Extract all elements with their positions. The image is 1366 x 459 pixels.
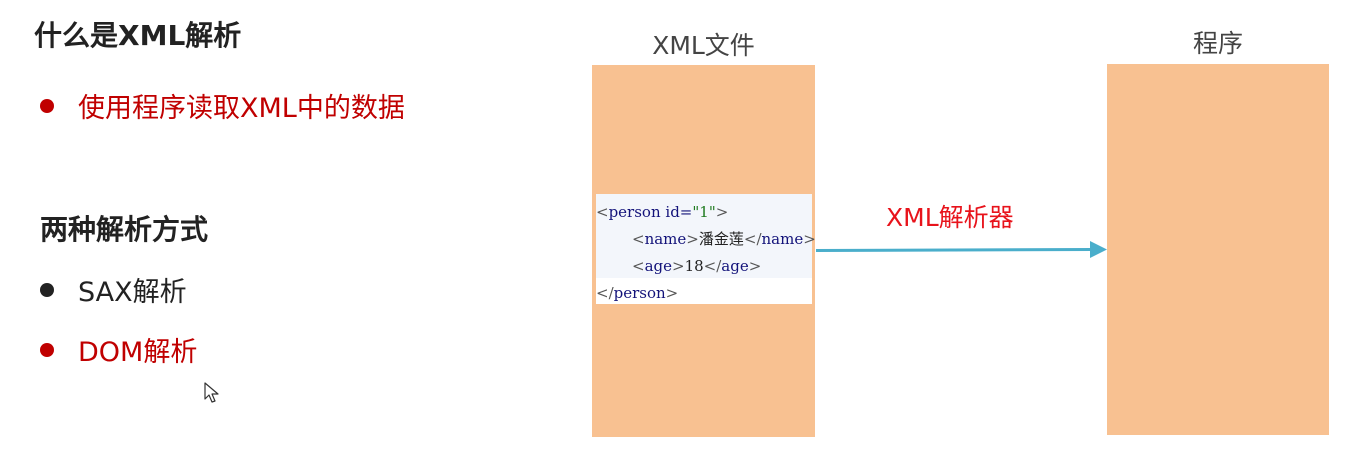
code-tag: name — [644, 230, 687, 248]
code-tag: name — [761, 230, 804, 248]
code-punct: > — [665, 284, 679, 302]
definition-item: 使用程序读取XML中的数据 — [40, 86, 405, 125]
code-tag: age — [644, 257, 672, 275]
code-tag: age — [721, 257, 749, 275]
arrow-head-icon — [1090, 241, 1107, 258]
code-tag: person — [608, 203, 661, 221]
xml-code-snippet: <person id="1"> <name>潘金莲</name> <age>18… — [596, 194, 816, 306]
bullet-dot-icon — [40, 98, 54, 113]
code-tag: person — [613, 284, 666, 302]
code-punct: < — [632, 230, 645, 248]
slide-title: 什么是XML解析 — [34, 19, 242, 52]
code-punct: < — [632, 257, 645, 275]
xml-file-title: XML文件 — [652, 31, 755, 60]
code-punct: > — [748, 257, 762, 275]
code-string: "1" — [692, 203, 716, 221]
code-punct: </ — [703, 257, 722, 275]
method-label: DOM解析 — [78, 337, 198, 368]
code-punct: < — [596, 203, 609, 221]
method-item-sax: SAX解析 — [40, 270, 187, 309]
code-punct: </ — [596, 284, 614, 302]
code-highlight — [596, 194, 812, 278]
code-attr: id= — [660, 203, 693, 221]
method-label: SAX解析 — [78, 277, 187, 308]
code-punct: > — [803, 230, 816, 248]
code-line-person-open: <person id="1"> — [596, 199, 728, 225]
code-line-age: <age>18</age> — [632, 253, 761, 279]
parser-label: XML解析器 — [886, 203, 1014, 232]
mouse-pointer-icon — [204, 382, 219, 403]
code-text: 潘金莲 — [698, 230, 744, 248]
program-title: 程序 — [1192, 29, 1243, 58]
definition-text: 使用程序读取XML中的数据 — [78, 93, 405, 124]
bullet-dot-icon — [40, 342, 54, 357]
code-punct: > — [715, 203, 729, 221]
code-background — [682, 278, 812, 304]
code-punct: > — [686, 230, 699, 248]
parser-arrow — [815, 241, 1107, 258]
arrow-shaft — [815, 248, 1093, 252]
program-block — [1107, 64, 1329, 435]
bullet-dot-icon — [40, 282, 54, 297]
code-text: 18 — [684, 257, 704, 275]
code-line-name: <name>潘金莲</name> — [632, 226, 816, 252]
methods-heading: 两种解析方式 — [40, 213, 209, 246]
method-item-dom: DOM解析 — [40, 330, 197, 369]
code-punct: </ — [743, 230, 762, 248]
code-line-person-close: </person> — [596, 280, 678, 306]
code-punct: > — [672, 257, 685, 275]
